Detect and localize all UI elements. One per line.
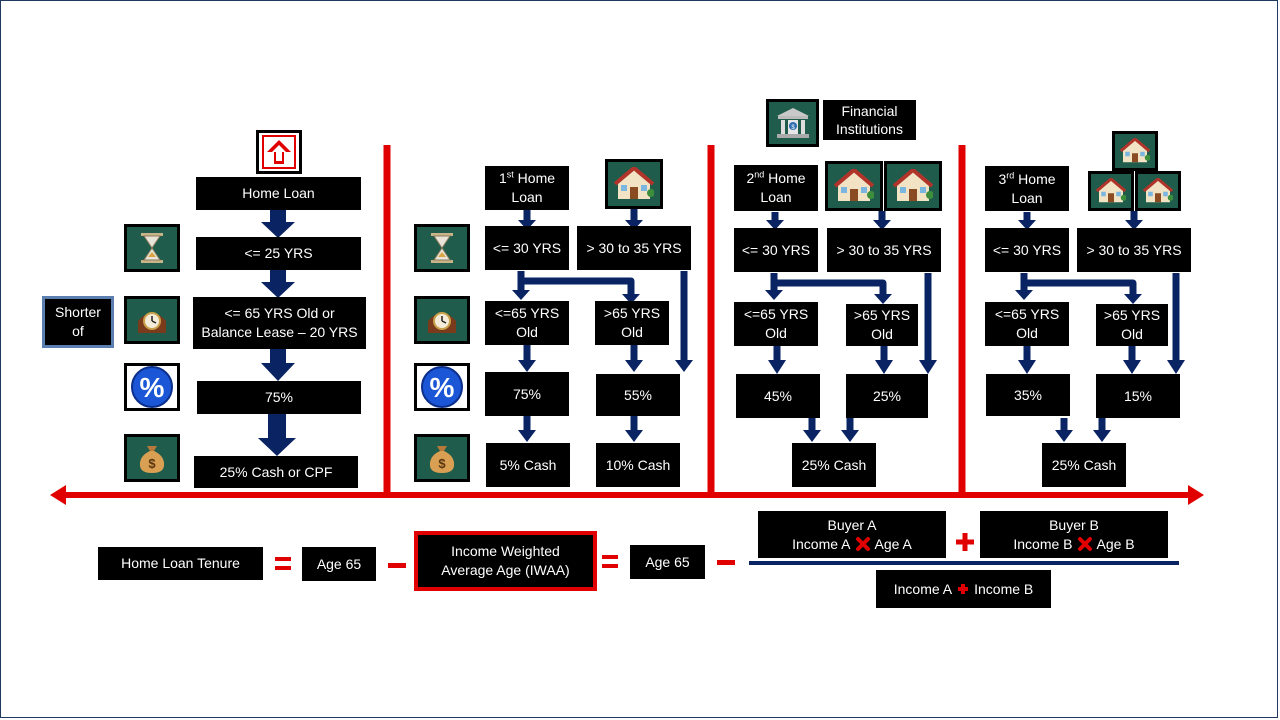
svg-text:$: $ xyxy=(791,125,795,131)
house-icon xyxy=(1135,171,1181,211)
hourglass-icon xyxy=(414,224,470,272)
col2-cash-a: 5% Cash xyxy=(486,443,570,487)
mantel-clock-icon xyxy=(124,296,180,344)
minus-sign-2 xyxy=(717,560,735,565)
col2-first-home-loan: 1st Home Loan xyxy=(485,166,569,210)
percent-icon: % xyxy=(414,363,470,411)
col1-arrow-1 xyxy=(261,210,295,238)
formula-buyer-b: Buyer B Income B Age B xyxy=(980,511,1168,558)
money-bag-icon: $ xyxy=(414,434,470,482)
col2-tenure-b: > 30 to 35 YRS xyxy=(577,226,691,270)
col3-cash: 25% Cash xyxy=(792,443,876,487)
house-icon xyxy=(884,161,942,211)
house-icon xyxy=(825,161,883,211)
col3-second-home-loan: 2nd Home Loan xyxy=(734,165,818,211)
money-bag-icon: $ xyxy=(124,434,180,482)
col1-arrow-4 xyxy=(258,414,296,456)
col2-ltv-b: 55% xyxy=(596,374,680,416)
svg-text:$: $ xyxy=(438,456,446,471)
formula-age-65-b: Age 65 xyxy=(630,545,705,579)
up-arrow-house-icon xyxy=(256,130,302,174)
plus-sign xyxy=(956,533,974,551)
equals-sign-2 xyxy=(602,555,618,559)
col1-arrow-3 xyxy=(261,349,295,381)
col2-cash-b: 10% Cash xyxy=(596,443,680,487)
col3-tenure-a: <= 30 YRS xyxy=(734,228,818,272)
multiply-icon xyxy=(855,536,871,552)
col1-arrow-2 xyxy=(261,270,295,298)
house-icon xyxy=(1112,131,1158,171)
minus-sign-1 xyxy=(388,563,406,568)
col4-third-home-loan: 3rd Home Loan xyxy=(985,166,1069,211)
col4-tenure-b: > 30 to 35 YRS xyxy=(1077,228,1191,272)
col4-cash: 25% Cash xyxy=(1042,443,1126,487)
formula-age-65-a: Age 65 xyxy=(302,547,376,581)
col3-tenure-b: > 30 to 35 YRS xyxy=(827,228,941,272)
equals-sign-1 xyxy=(275,557,291,561)
hourglass-icon xyxy=(124,224,180,272)
col1-tenure: <= 25 YRS xyxy=(196,237,361,270)
timeline-left-arrowhead xyxy=(50,485,66,505)
house-icon xyxy=(1088,171,1134,211)
house-icon xyxy=(605,159,663,209)
col1-ltv: 75% xyxy=(197,381,361,414)
percent-icon: % xyxy=(124,363,180,411)
formula-home-loan-tenure: Home Loan Tenure xyxy=(98,547,263,580)
col1-cash: 25% Cash or CPF xyxy=(194,456,358,488)
col4-ltv-a: 35% xyxy=(986,374,1070,416)
plus-icon xyxy=(956,582,970,596)
svg-text:$: $ xyxy=(148,456,156,471)
formula-operators xyxy=(275,533,1179,570)
col3-ltv-a: 45% xyxy=(736,374,820,418)
mantel-clock-icon xyxy=(414,296,470,344)
svg-text:%: % xyxy=(430,372,455,403)
col4-ltv-b: 15% xyxy=(1096,374,1180,418)
col2-ltv-a: 75% xyxy=(485,372,569,416)
col3-ltv-b: 25% xyxy=(846,374,928,418)
col1-home-loan: Home Loan xyxy=(196,177,361,210)
bank-icon: $ xyxy=(766,99,819,147)
svg-text:%: % xyxy=(140,372,165,403)
formula-denominator: Income A Income B xyxy=(876,570,1051,608)
formula-buyer-a: Buyer A Income A Age A xyxy=(758,511,946,558)
col2-tenure-a: <= 30 YRS xyxy=(485,226,569,270)
col4-tenure-a: <= 30 YRS xyxy=(985,228,1069,272)
timeline-right-arrowhead xyxy=(1188,485,1204,505)
multiply-icon xyxy=(1077,536,1093,552)
